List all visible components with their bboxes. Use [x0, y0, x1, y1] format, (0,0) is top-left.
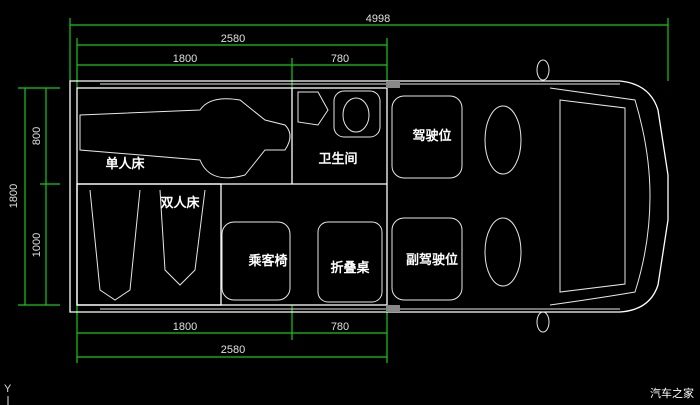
dim-bed-length-bottom: 1800: [173, 321, 197, 333]
dim-bath-length-top: 780: [331, 53, 349, 65]
dim-table-length-bottom: 780: [331, 321, 349, 333]
dim-overall-length: 4998: [366, 13, 390, 25]
label-folding-table: 折叠桌: [330, 260, 370, 276]
label-co-driver-seat: 副驾驶位: [406, 252, 458, 268]
bathroom-area: 卫生间: [297, 90, 381, 167]
left-dimensions: 1800 800 1000: [8, 87, 60, 306]
label-bathroom: 卫生间: [318, 151, 357, 167]
bottom-dimensions: 1800 780 2580: [76, 305, 388, 363]
vehicle-body: [69, 59, 669, 333]
label-double-bed: 双人床: [160, 195, 200, 211]
label-single-bed: 单人床: [105, 156, 145, 172]
seats: 驾驶位 乘客椅 折叠桌 副驾驶位: [221, 95, 463, 303]
dim-double-bed-width: 1000: [31, 233, 43, 257]
top-dimensions: 4998 2580 1800 780: [69, 13, 669, 88]
dim-overall-width: 1800: [8, 184, 20, 208]
double-bed-area: 双人床: [76, 183, 222, 306]
label-passenger-chair: 乘客椅: [247, 253, 287, 269]
watermark: 汽车之家: [650, 387, 694, 400]
axis-y-label: Y: [4, 383, 12, 395]
label-driver-seat: 驾驶位: [412, 128, 451, 144]
dim-rear-section-top: 2580: [221, 33, 245, 45]
dim-single-bed-width: 800: [31, 127, 43, 145]
dim-bed-length-top: 1800: [173, 53, 197, 65]
ucs-axis: Y: [4, 383, 12, 405]
dim-rear-section-bottom: 2580: [221, 344, 245, 356]
